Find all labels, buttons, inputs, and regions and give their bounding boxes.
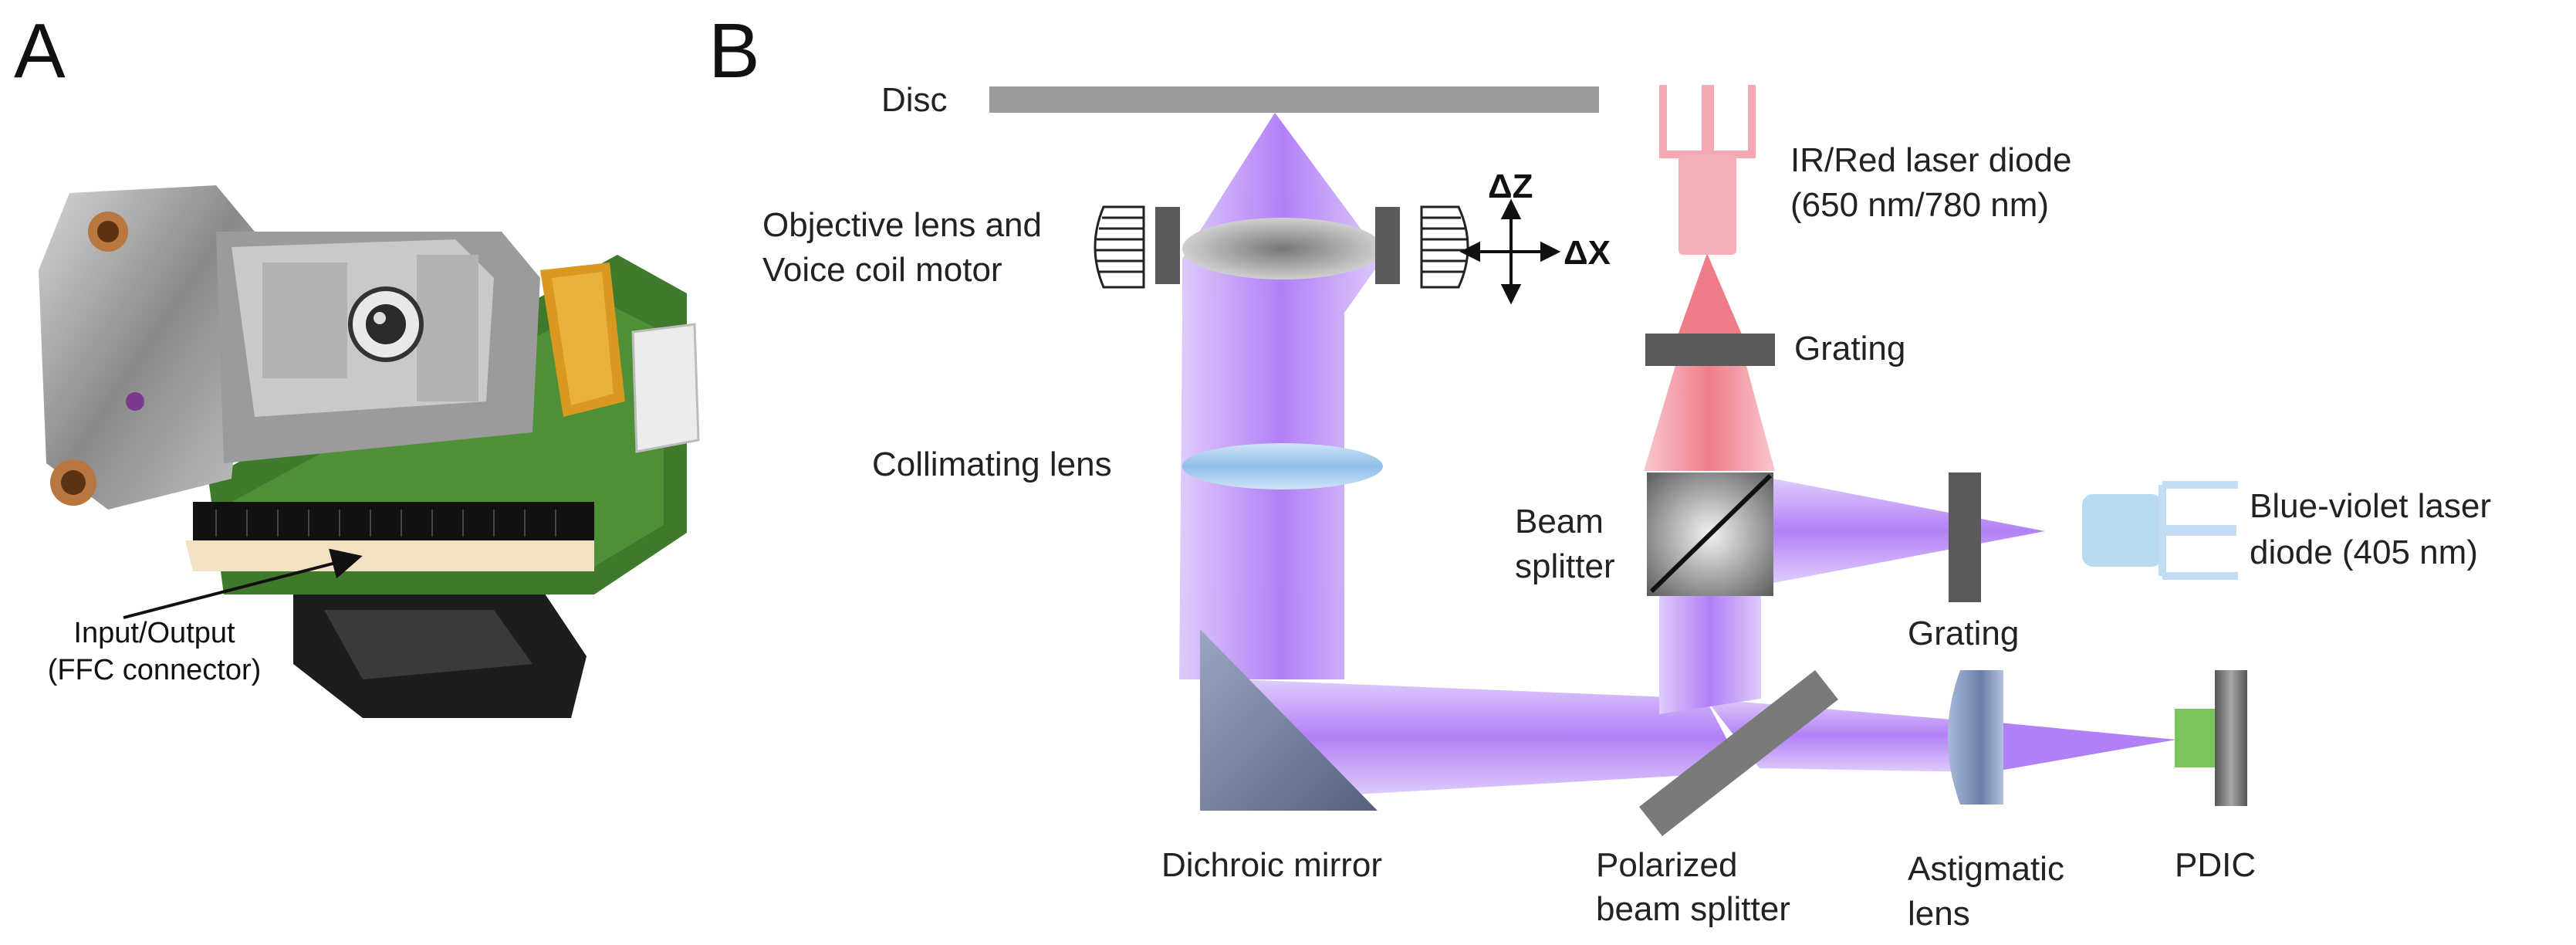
pdic-detector <box>2175 670 2247 806</box>
beam-splitter-label-line1: Beam <box>1515 503 1604 540</box>
blue-violet-laser-diode <box>2082 481 2238 580</box>
collimating-label: Collimating lens <box>872 445 1112 483</box>
blue-laser-label-line1: Blue-violet laser <box>2250 487 2491 525</box>
objective-label-line1: Objective lens and <box>762 206 1042 244</box>
callout-label-line1: Input/Output <box>73 617 235 649</box>
grating-top <box>1645 334 1775 366</box>
callout-arrow <box>123 548 363 619</box>
grating-top-label: Grating <box>1794 330 1905 368</box>
violet-beam-path <box>1179 113 2176 795</box>
polarized-beam-splitter <box>1639 670 1838 836</box>
optical-pickup-photo <box>39 185 700 718</box>
beam-splitter-label-line2: splitter <box>1515 547 1615 585</box>
voice-coil-motor <box>1094 205 1469 289</box>
objective-lens <box>1182 218 1383 279</box>
ir-laser-label-line1: IR/Red laser diode <box>1790 141 2071 179</box>
red-beam-path <box>1644 253 1775 471</box>
panel-b-letter: B <box>708 8 760 94</box>
objective-label-line2: Voice coil motor <box>762 251 1002 289</box>
ir-red-laser-diode <box>1659 85 1756 255</box>
grating-middle <box>1949 472 1981 602</box>
axis-z-label: ΔZ <box>1488 168 1533 205</box>
callout-label-line2: (FFC connector) <box>48 654 262 686</box>
beam-splitter <box>1647 472 1773 596</box>
ir-laser-label-line2: (650 nm/780 nm) <box>1790 186 2049 224</box>
pdic-label: PDIC <box>2175 846 2256 884</box>
panel-a-letter: A <box>14 8 66 94</box>
axis-x-label: ΔX <box>1564 234 1611 272</box>
astigmatic-lens <box>1948 670 2003 804</box>
disc <box>989 86 1599 113</box>
astig-label-line1: Astigmatic <box>1908 850 2064 888</box>
grating-middle-label: Grating <box>1908 615 2019 652</box>
blue-laser-label-line2: diode (405 nm) <box>2250 533 2478 571</box>
disc-label: Disc <box>881 81 948 119</box>
pbs-label-line1: Polarized <box>1596 846 1737 884</box>
astig-label-line2: lens <box>1908 895 1970 933</box>
collimating-lens <box>1182 443 1383 489</box>
pbs-label-line2: beam splitter <box>1596 890 1790 928</box>
dichroic-label: Dichroic mirror <box>1161 846 1382 884</box>
axis-arrows-icon <box>1459 198 1561 305</box>
dichroic-mirror <box>1200 629 1378 811</box>
